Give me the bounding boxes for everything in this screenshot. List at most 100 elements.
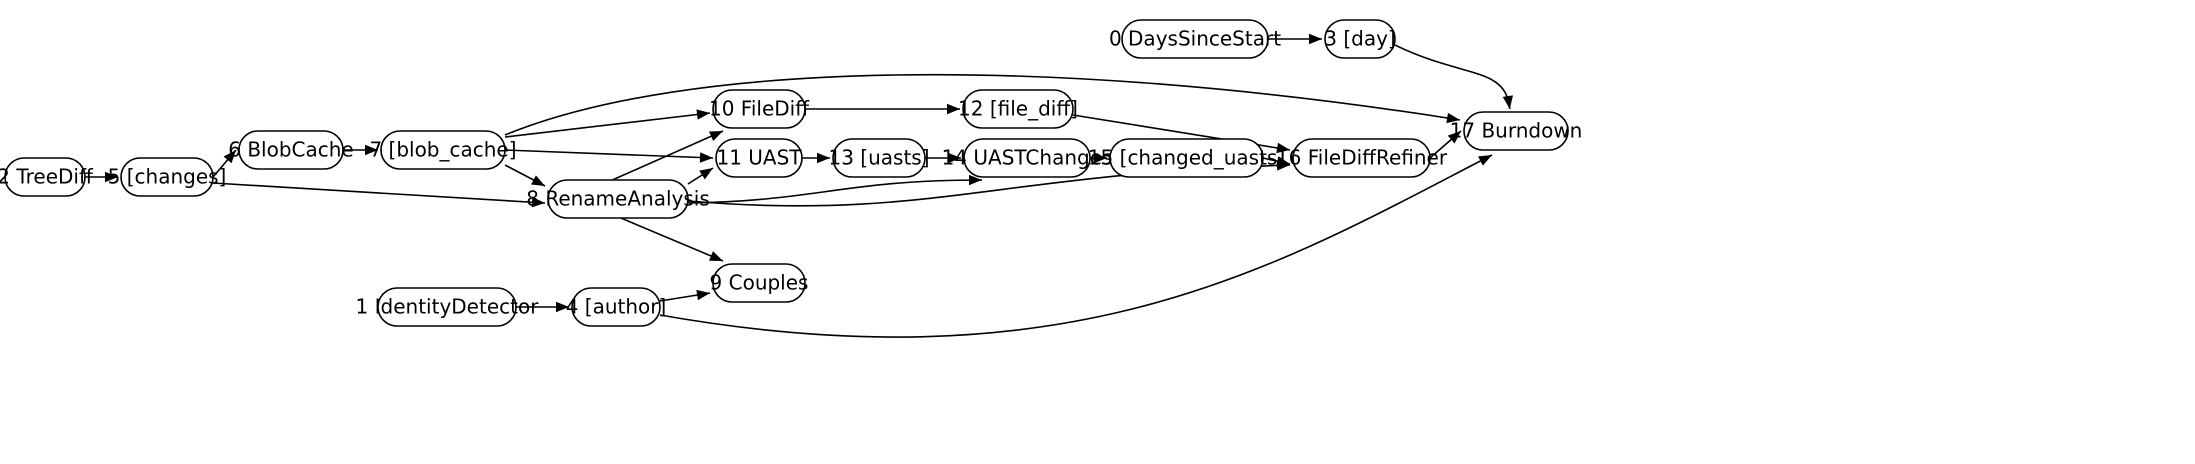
- node-shape: [1292, 138, 1431, 178]
- graph-edge: [659, 154, 1493, 338]
- graph-node-11-uast[interactable]: 11 UAST: [715, 138, 803, 178]
- node-shape: [962, 89, 1074, 129]
- graph-node-14-uastchanges[interactable]: 14 UASTChanges: [942, 138, 1113, 178]
- edge-line: [659, 154, 1493, 338]
- edge-arrowhead: [1094, 152, 1107, 164]
- graph-node-8-renameanalysis[interactable]: 8 RenameAnalysis: [526, 179, 710, 219]
- graph-node-7-blob-cache[interactable]: 7 [blob_cache]: [369, 130, 517, 170]
- edge-arrowhead: [709, 251, 723, 261]
- node-shape: [547, 179, 689, 219]
- edge-arrowhead: [223, 150, 236, 164]
- edge-arrowhead: [1276, 142, 1290, 154]
- node-label: 0 DaysSinceStart: [1109, 27, 1281, 51]
- edge-arrowhead: [1447, 131, 1461, 144]
- edge-line: [212, 182, 546, 204]
- edge-line: [687, 179, 983, 204]
- edge-arrowhead: [696, 289, 710, 301]
- node-shape: [377, 287, 517, 327]
- graph-edge: [504, 164, 546, 187]
- edge-arrowhead: [556, 301, 569, 313]
- edge-arrowhead: [817, 152, 830, 164]
- edge-arrowhead: [531, 175, 545, 186]
- graph-node-17-burndown[interactable]: 17 Burndown: [1450, 111, 1583, 151]
- graph-node-6-blobcache[interactable]: 6 BlobCache: [228, 130, 354, 170]
- node-shape: [1463, 111, 1569, 151]
- node-shape: [715, 138, 803, 178]
- node-label: 14 UASTChanges: [942, 146, 1113, 170]
- edge-arrowhead: [1446, 112, 1460, 124]
- edges-layer: [85, 33, 1514, 338]
- graph-edge: [1268, 33, 1322, 45]
- graph-node-12-file-diff[interactable]: 12 [file_diff]: [958, 89, 1078, 129]
- node-label: 17 Burndown: [1450, 119, 1583, 143]
- node-shape: [120, 157, 214, 197]
- graph-node-0-dayssincestart[interactable]: 0 DaysSinceStart: [1109, 19, 1281, 59]
- graph-edge: [612, 130, 724, 181]
- graph-edge: [805, 103, 960, 115]
- edge-arrowhead: [947, 103, 960, 115]
- node-label: 16 FileDiffRefiner: [1276, 146, 1448, 170]
- edge-line: [612, 130, 724, 181]
- node-shape: [380, 130, 506, 170]
- node-shape: [571, 287, 661, 327]
- edge-arrowhead: [696, 109, 710, 120]
- graph-edge: [925, 152, 961, 164]
- edge-line: [504, 112, 711, 138]
- edge-line: [504, 73, 1461, 136]
- node-label: 15 [changed_uasts]: [1088, 146, 1285, 170]
- graph-node-1-identitydetector[interactable]: 1 IdentityDetector: [356, 287, 540, 327]
- graph-node-3-day[interactable]: 3 [day]: [1324, 19, 1396, 59]
- graph-node-15-changed-uasts[interactable]: 15 [changed_uasts]: [1088, 138, 1285, 178]
- nodes-layer: 0 DaysSinceStart 1 IdentityDetector 2 Tree…: [0, 19, 1583, 327]
- node-label: 9 Couples: [710, 271, 809, 295]
- edge-arrowhead: [948, 152, 961, 164]
- edge-arrowhead: [699, 152, 713, 163]
- node-shape: [4, 157, 86, 197]
- node-label: 8 RenameAnalysis: [526, 187, 710, 211]
- node-label: 2 TreeDiff: [0, 165, 94, 189]
- node-shape: [832, 138, 926, 178]
- edge-arrowhead: [1478, 155, 1492, 166]
- node-label: 5 [changes]: [108, 165, 227, 189]
- node-label: 12 [file_diff]: [958, 97, 1078, 121]
- edge-arrowhead: [968, 174, 982, 186]
- node-label: 1 IdentityDetector: [356, 295, 540, 319]
- graph-edge: [343, 144, 378, 156]
- graph-edge: [85, 171, 118, 183]
- edge-arrowhead: [709, 131, 723, 142]
- edge-arrowhead: [699, 168, 713, 180]
- node-shape: [712, 89, 806, 129]
- graph-edge: [212, 182, 546, 208]
- graph-edge: [516, 301, 569, 313]
- node-label: 13 [uasts]: [828, 146, 929, 170]
- node-shape: [1109, 138, 1264, 178]
- graph-edge: [687, 167, 714, 185]
- graph-node-5-changes[interactable]: 5 [changes]: [108, 157, 227, 197]
- node-label: 11 UAST: [716, 146, 802, 170]
- edge-arrowhead: [1276, 156, 1290, 167]
- graph-node-10-filediff[interactable]: 10 FileDiff: [709, 89, 810, 129]
- graph-edge: [504, 149, 714, 163]
- edge-arrowhead: [365, 144, 378, 156]
- graph-edge: [1262, 156, 1291, 167]
- graph-edge: [802, 152, 830, 164]
- graph-node-4-author[interactable]: 4 [author]: [566, 287, 667, 327]
- graph-node-16-filediffrefiner[interactable]: 16 FileDiffRefiner: [1276, 138, 1448, 178]
- edge-arrowhead: [1309, 33, 1322, 45]
- graph-node-13-uasts[interactable]: 13 [uasts]: [828, 138, 930, 178]
- node-label: 4 [author]: [566, 295, 667, 319]
- node-shape: [1324, 19, 1396, 59]
- edge-line: [504, 149, 714, 159]
- graph-edge: [212, 149, 237, 178]
- node-label: 6 BlobCache: [228, 138, 354, 162]
- graph-edge: [1090, 152, 1107, 164]
- graph-edge: [504, 73, 1461, 136]
- node-shape: [963, 138, 1091, 178]
- graph-edge: [620, 217, 724, 262]
- graph-node-9-couples[interactable]: 9 Couples: [710, 263, 809, 303]
- node-shape: [238, 130, 344, 170]
- edge-line: [620, 217, 724, 262]
- node-label: 10 FileDiff: [709, 97, 810, 121]
- graph-node-2-treediff[interactable]: 2 TreeDiff: [0, 157, 94, 197]
